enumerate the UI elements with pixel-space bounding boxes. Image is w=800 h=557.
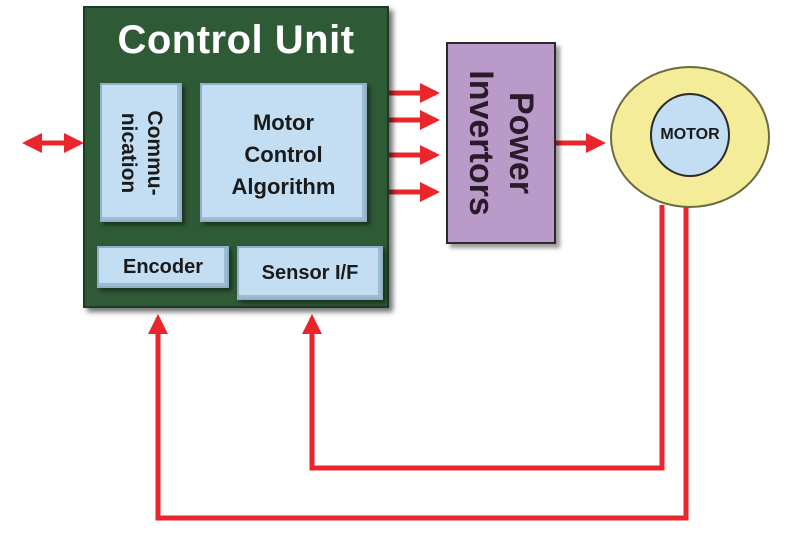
sensor-if-label: Sensor I/F <box>261 262 359 284</box>
sensor-if-block: Sensor I/F <box>237 246 383 300</box>
encoder-block: Encoder <box>97 246 229 288</box>
feedback-sensor-arrow <box>302 205 665 471</box>
feedback-encoder-arrow <box>148 205 689 521</box>
control-unit-block: Control Unit Commu- nication Motor Contr… <box>83 6 389 308</box>
motor-block: MOTOR <box>650 93 730 177</box>
power-inverters-label: Power Invertors <box>462 70 540 216</box>
motor-control-algorithm-label: Motor Control Algorithm <box>231 110 336 199</box>
power-inverters-block: Power Invertors <box>446 42 556 244</box>
motor-control-algorithm-block: Motor Control Algorithm <box>200 83 367 222</box>
control-unit-title: Control Unit <box>117 18 355 62</box>
encoder-label: Encoder <box>122 256 204 278</box>
communication-label: Commu- nication <box>117 109 166 196</box>
motor-label: MOTOR <box>660 126 720 143</box>
communication-block: Commu- nication <box>100 83 182 222</box>
